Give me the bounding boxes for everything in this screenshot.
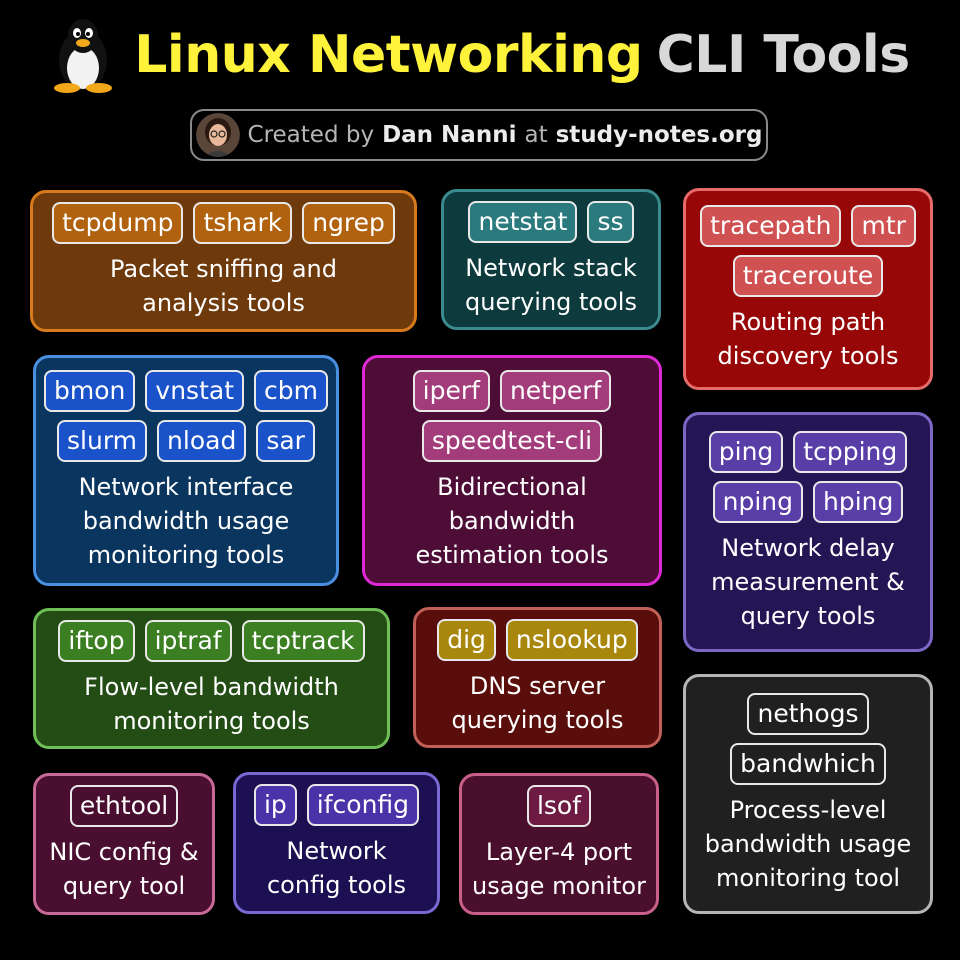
tool-row: lsof: [526, 785, 592, 827]
category-description: Network stack querying tools: [465, 253, 637, 316]
category-description: Network config tools: [266, 837, 407, 899]
tool-chip-ss: ss: [587, 200, 634, 243]
tool-chip-slurm: slurm: [57, 419, 148, 462]
tool-chip-sar: sar: [256, 419, 315, 462]
credit-badge: Created by Dan Nanni at study-notes.org: [190, 109, 768, 161]
credit-prefix: Created by: [247, 122, 375, 148]
category-description: Process-level bandwidth usage monitoring…: [704, 796, 912, 892]
category-description: Network delay measurement & query tools: [711, 534, 905, 630]
credit-site: study-notes.org: [555, 122, 763, 148]
tool-row: bandwhich: [730, 743, 886, 785]
tool-chip-bmon: bmon: [44, 369, 136, 412]
tool-chip-netstat: netstat: [468, 200, 578, 243]
tool-chip-ngrep: ngrep: [302, 202, 395, 244]
tool-chip-nload: nload: [157, 419, 247, 462]
tux-penguin-icon: [54, 19, 113, 93]
title-rest: CLI Tools: [656, 25, 911, 85]
category-description: Bidirectional bandwidth estimation tools: [415, 472, 609, 569]
tool-chip-tshark: tshark: [193, 202, 293, 244]
tool-chip-tcptrack: tcptrack: [241, 619, 365, 662]
tool-chip-netperf: netperf: [499, 369, 612, 412]
tool-chip-dig: dig: [437, 618, 496, 661]
tool-chip-iftop: iftop: [58, 619, 135, 662]
tool-chip-tcpdump: tcpdump: [52, 202, 184, 244]
tool-chip-iptraf: iptraf: [144, 619, 232, 662]
tool-chip-bandwhich: bandwhich: [730, 743, 886, 785]
tool-chip-tcpping: tcpping: [793, 431, 908, 473]
category-description: Layer-4 port usage monitor: [472, 838, 646, 900]
tool-row: nethogs: [747, 693, 869, 735]
tool-chip-mtr: mtr: [851, 205, 916, 247]
category-description: Network interface bandwidth usage monito…: [78, 472, 294, 569]
tool-row: ethtool: [69, 785, 179, 827]
title-highlight: Linux Networking: [134, 25, 643, 85]
tool-chip-ip: ip: [253, 784, 297, 826]
tool-chip-ping: ping: [708, 431, 784, 473]
category-description: DNS server querying tools: [451, 671, 624, 734]
tool-chip-traceroute: traceroute: [732, 255, 884, 297]
category-description: Packet sniffing and analysis tools: [110, 255, 337, 317]
tool-row: speedtest-cli: [421, 419, 603, 462]
category-description: Flow-level bandwidth monitoring tools: [84, 672, 339, 735]
tool-chip-nethogs: nethogs: [747, 693, 869, 735]
tool-chip-nslookup: nslookup: [505, 618, 638, 661]
tool-chip-lsof: lsof: [526, 785, 592, 827]
tool-chip-speedtest-cli: speedtest-cli: [421, 419, 603, 462]
tool-chip-cbm: cbm: [254, 369, 328, 412]
category-description: Routing path discovery tools: [717, 308, 899, 370]
tool-chip-nping: nping: [712, 481, 803, 523]
credit-mid: at: [524, 122, 548, 148]
tool-chip-vnstat: vnstat: [145, 369, 244, 412]
tool-chip-ifconfig: ifconfig: [306, 784, 420, 826]
tool-row: traceroute: [732, 255, 884, 297]
tool-chip-hping: hping: [813, 481, 904, 523]
credit-author: Dan Nanni: [382, 122, 517, 148]
tool-chip-iperf: iperf: [412, 369, 490, 412]
category-description: NIC config & query tool: [49, 838, 199, 900]
tool-chip-tracepath: tracepath: [700, 205, 842, 247]
tool-chip-ethtool: ethtool: [69, 785, 179, 827]
avatar: [195, 113, 240, 157]
